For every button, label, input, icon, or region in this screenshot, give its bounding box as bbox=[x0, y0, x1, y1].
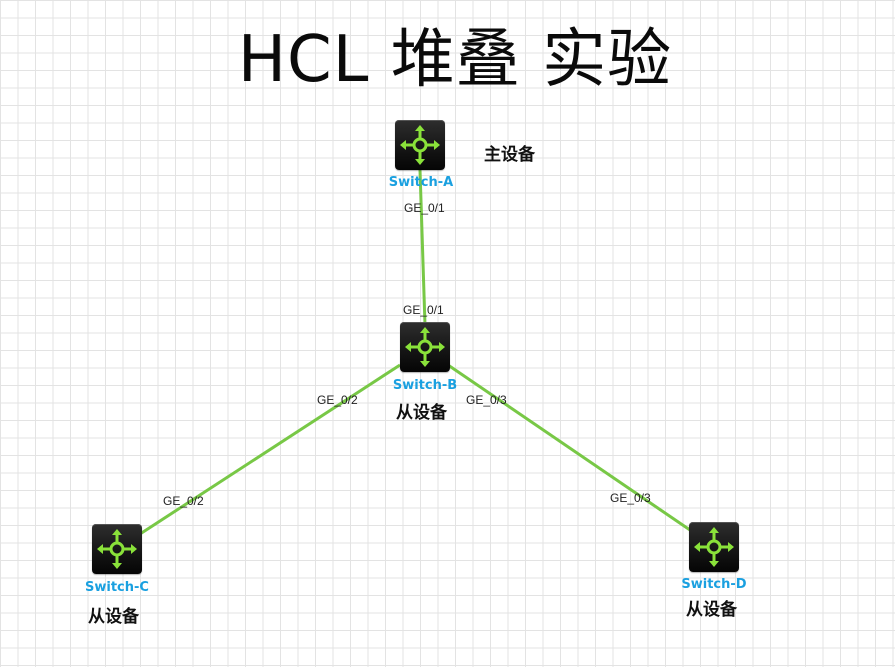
switch-d-role: 从设备 bbox=[686, 600, 737, 620]
port-label-d-ge0-3: GE_0/3 bbox=[610, 491, 651, 505]
link-b-d[interactable] bbox=[447, 363, 691, 532]
switch-c-role: 从设备 bbox=[88, 607, 139, 627]
port-label-c-ge0-2: GE_0/2 bbox=[163, 494, 204, 508]
switch-router-icon bbox=[97, 529, 137, 569]
switch-b-role: 从设备 bbox=[396, 403, 447, 423]
port-label-b-ge0-3: GE_0/3 bbox=[466, 393, 507, 407]
switch-a-role: 主设备 bbox=[484, 145, 535, 165]
switch-d-device[interactable] bbox=[689, 522, 739, 572]
link-a-b[interactable] bbox=[418, 169, 427, 326]
switch-a-device[interactable] bbox=[395, 120, 445, 170]
switch-d-name: Switch-D bbox=[681, 577, 747, 592]
link-b-c[interactable] bbox=[139, 363, 401, 536]
switch-c-device[interactable] bbox=[92, 524, 142, 574]
port-label-a-ge0-1: GE_0/1 bbox=[404, 201, 445, 215]
switch-a-name: Switch-A bbox=[388, 175, 454, 190]
switch-router-icon bbox=[400, 125, 440, 165]
switch-b-device[interactable] bbox=[400, 322, 450, 372]
diagram-title: HCL 堆叠 实验 bbox=[237, 23, 673, 97]
port-label-b-ge0-2: GE_0/2 bbox=[317, 393, 358, 407]
switch-b-name: Switch-B bbox=[392, 378, 458, 393]
switch-router-icon bbox=[694, 527, 734, 567]
switch-router-icon bbox=[405, 327, 445, 367]
switch-c-name: Switch-C bbox=[85, 580, 149, 595]
port-label-b-ge0-1: GE_0/1 bbox=[403, 303, 444, 317]
